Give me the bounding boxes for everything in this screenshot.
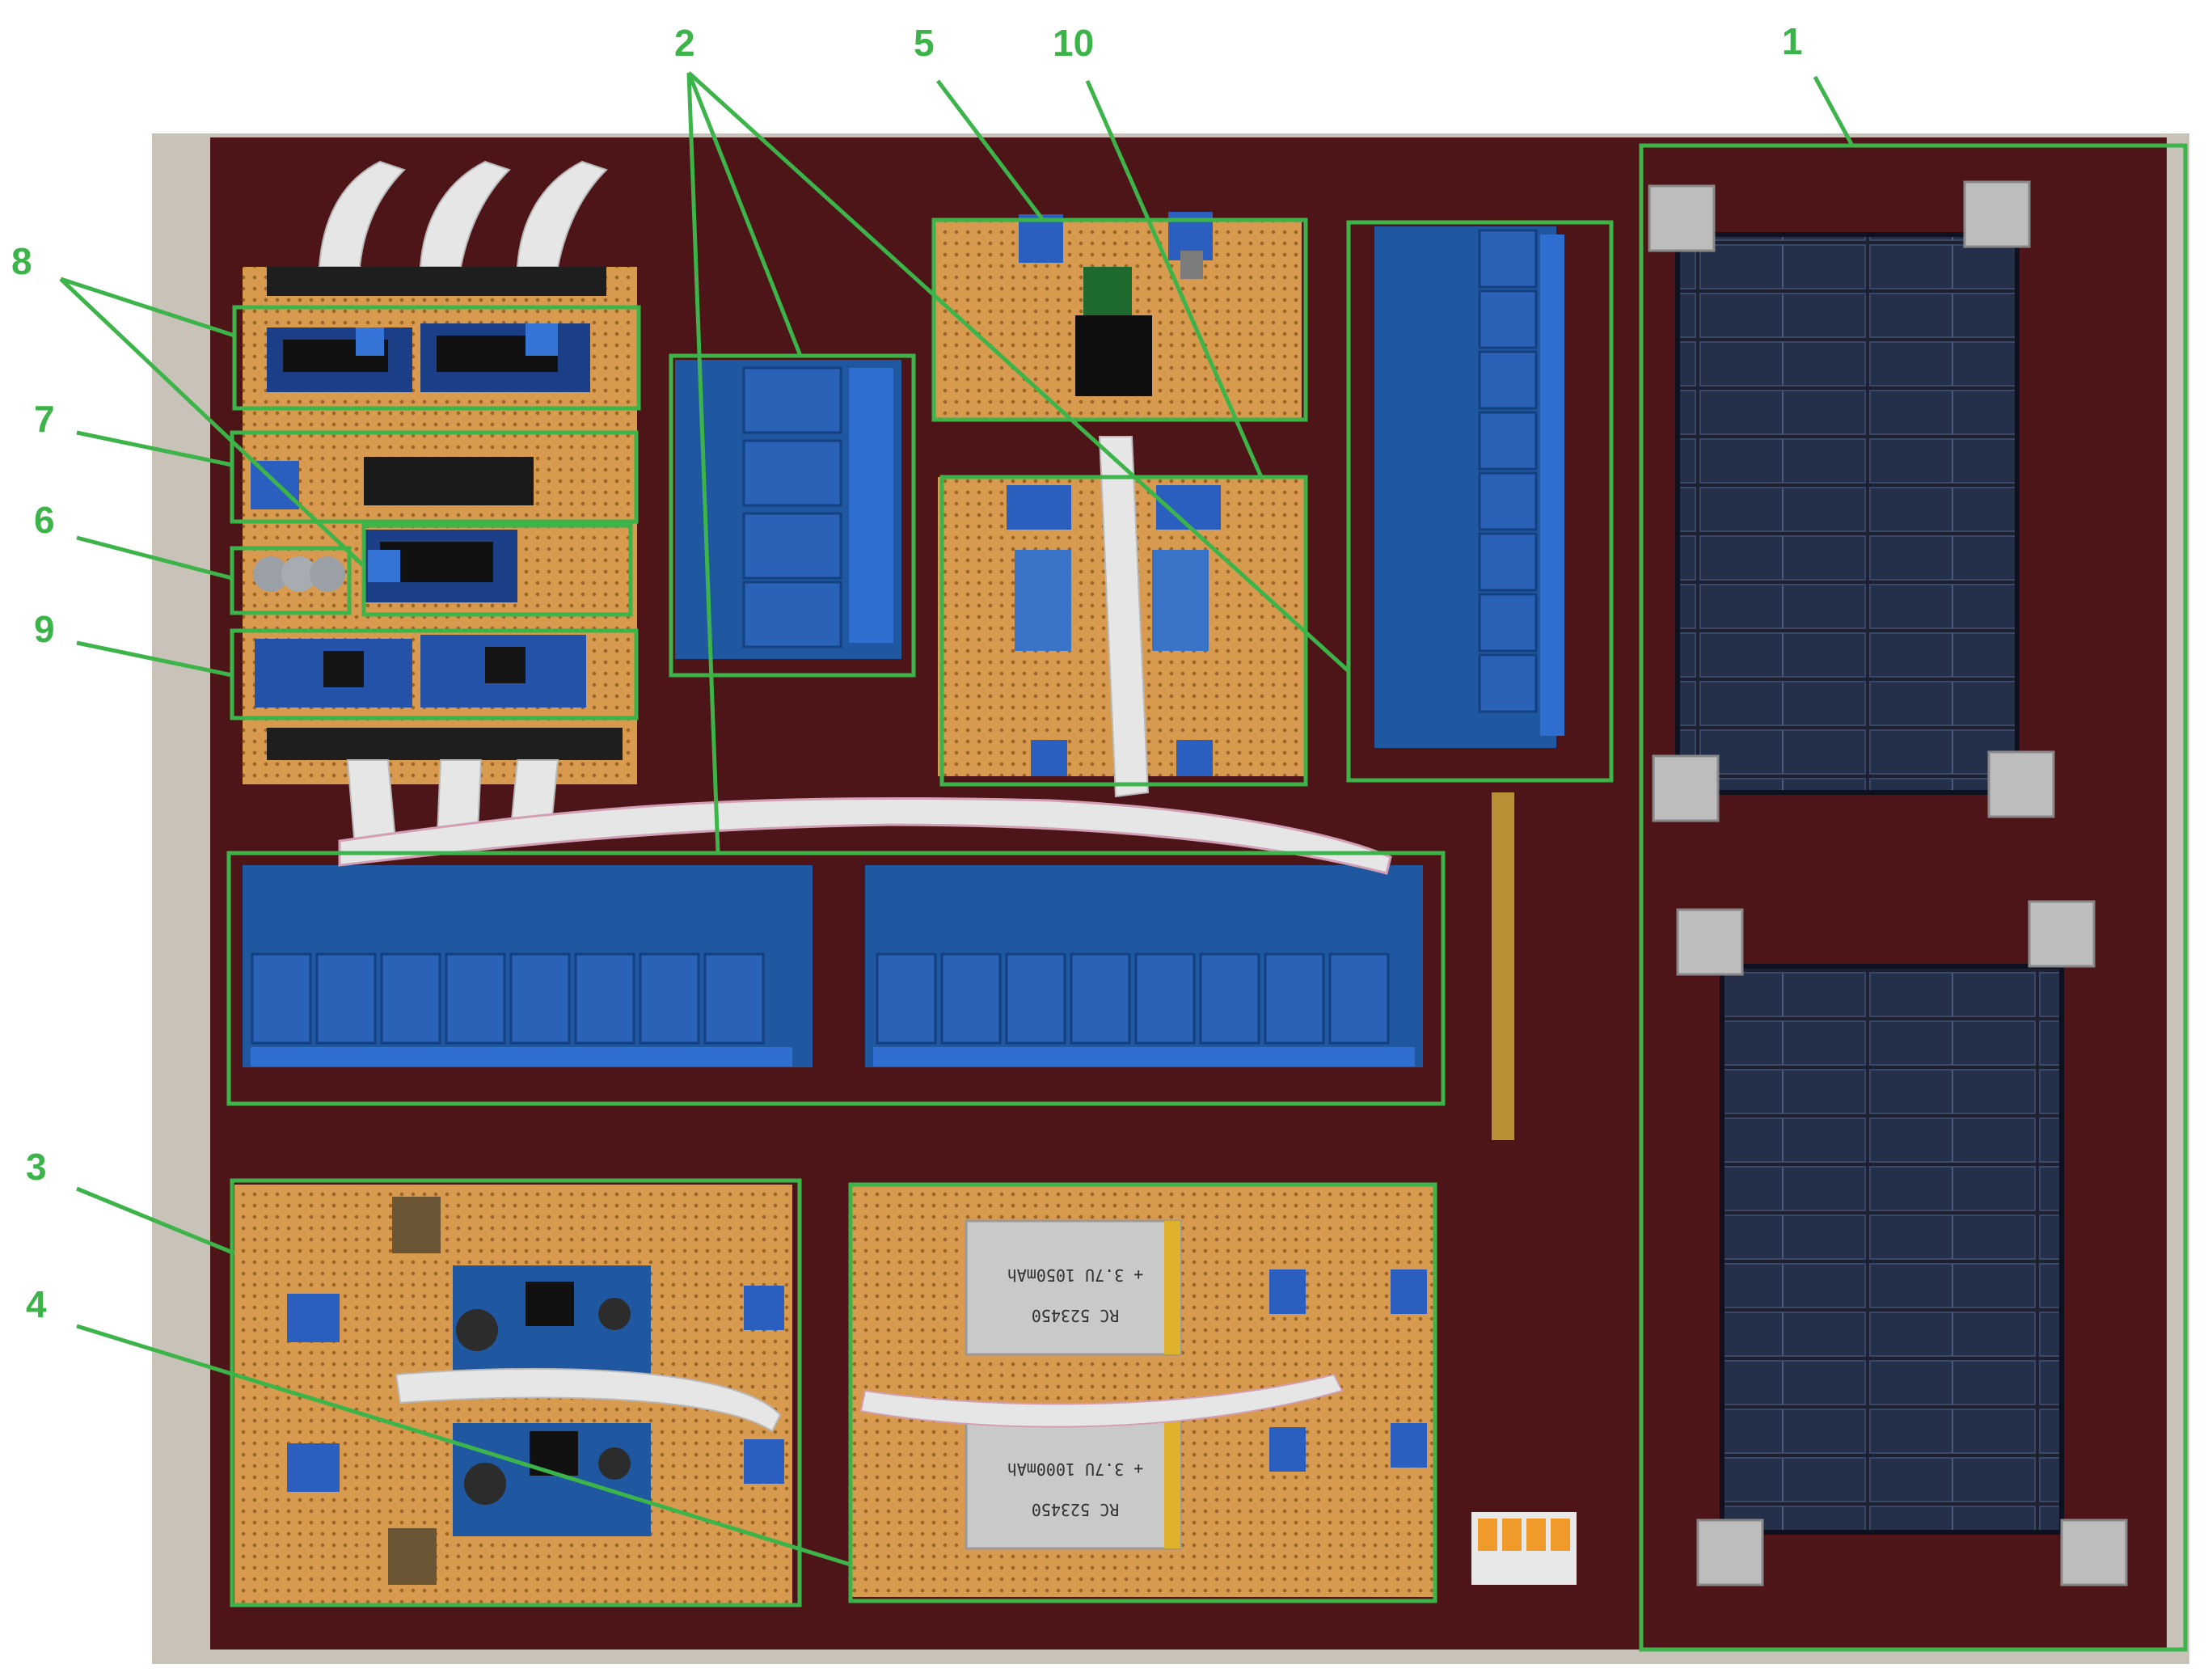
box-6 — [230, 546, 352, 615]
sensor-perfboard — [934, 212, 1302, 420]
terminal-block — [1007, 485, 1071, 530]
leader-10 — [1085, 79, 1264, 479]
callout-1: 1 — [1782, 20, 1803, 62]
terminal-block — [1031, 740, 1067, 776]
callout-3: 3 — [26, 1146, 47, 1188]
battery-bottom-capacity: + 3.7U 1000mAh — [1007, 1459, 1144, 1479]
annotation-boxes — [226, 143, 2188, 1652]
callout-6: 6 — [34, 499, 55, 541]
terminal-block — [1391, 1423, 1427, 1468]
microcontroller-chip — [364, 457, 534, 505]
ribbon-cable — [338, 796, 1392, 875]
terminal-block — [1269, 1269, 1306, 1314]
charger-module-2 — [1152, 550, 1209, 651]
terminal-block — [1269, 1427, 1306, 1472]
charger-perfboard — [938, 436, 1306, 798]
terminal-block — [1391, 1269, 1427, 1314]
push-button-2 — [281, 556, 317, 592]
terminal-block — [287, 1443, 340, 1492]
battery-bottom-model: RC 523450 — [1032, 1500, 1119, 1519]
solar-panel-bottom — [1720, 964, 2064, 1535]
battery-bottom — [965, 1413, 1182, 1550]
relay-module-8ch-right — [865, 865, 1423, 1067]
push-button-3 — [310, 556, 345, 592]
leader-5 — [936, 79, 1045, 222]
push-button-1 — [253, 556, 289, 592]
box-1 — [1639, 143, 2188, 1652]
terminal-block — [287, 1294, 340, 1342]
box-3 — [230, 1178, 802, 1607]
box-2b — [1346, 220, 1614, 783]
control-perfboard — [243, 160, 637, 859]
leader-6 — [76, 535, 233, 581]
callout-10: 10 — [1053, 22, 1095, 64]
terminal-block — [744, 1439, 784, 1484]
box-8b — [361, 523, 633, 617]
box-5 — [931, 218, 1308, 422]
leader-3 — [76, 1186, 235, 1256]
battery-top-model: RC 523450 — [1032, 1306, 1119, 1325]
leader-2b — [687, 71, 1350, 673]
relay-module-4ch — [675, 360, 901, 659]
brass-terminal-strip — [1492, 792, 1514, 1140]
leader-7 — [76, 430, 233, 467]
box-4 — [848, 1182, 1437, 1603]
leader-8a — [60, 277, 235, 338]
leader-lines — [59, 71, 1854, 1567]
callout-2: 2 — [674, 22, 695, 64]
box-8 — [232, 305, 641, 411]
solar-panel-top — [1675, 232, 2020, 795]
terminal-block — [1176, 740, 1213, 776]
leader-2a — [686, 72, 803, 357]
box-7 — [230, 430, 639, 524]
callout-9: 9 — [34, 608, 55, 650]
panel-clamps — [1648, 180, 2128, 1586]
leader-1 — [1813, 75, 1854, 146]
box-2a — [669, 353, 916, 678]
charger-module-1 — [1015, 550, 1071, 651]
box-2c — [226, 851, 1446, 1106]
converter-perfboard — [234, 1185, 792, 1605]
leader-9 — [76, 640, 233, 678]
callout-7: 7 — [34, 398, 55, 440]
callout-8: 8 — [11, 240, 32, 282]
callout-5: 5 — [914, 22, 935, 64]
callout-4: 4 — [26, 1283, 47, 1325]
battery-top — [965, 1219, 1182, 1356]
leader-4 — [76, 1324, 851, 1567]
battery-perfboard: + 3.7U 1050mAh RC 523450 + 3.7U 1000mAh … — [849, 1185, 1435, 1597]
relay-module-8ch-vertical — [1374, 226, 1564, 748]
relay-module-8ch-left — [243, 865, 813, 1067]
terminal-block — [1019, 214, 1063, 263]
battery-top-capacity: + 3.7U 1050mAh — [1007, 1265, 1144, 1285]
terminal-block — [744, 1286, 784, 1330]
leader-8b — [59, 277, 365, 568]
leader-2c — [686, 72, 720, 854]
